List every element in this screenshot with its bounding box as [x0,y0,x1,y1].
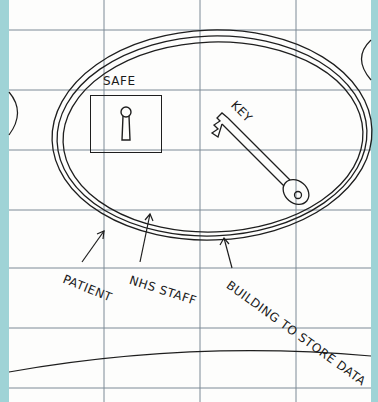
leader-arrows [82,214,232,268]
rings [48,24,375,245]
grid-lines [9,0,371,402]
safe-keyhole [121,107,131,140]
safe-box: SAFE [90,95,162,153]
page-edge [0,0,9,402]
edge-sketches [9,40,371,372]
page-edge [371,0,378,402]
safe-heading: SAFE [103,74,136,88]
key-drawing [212,113,314,209]
